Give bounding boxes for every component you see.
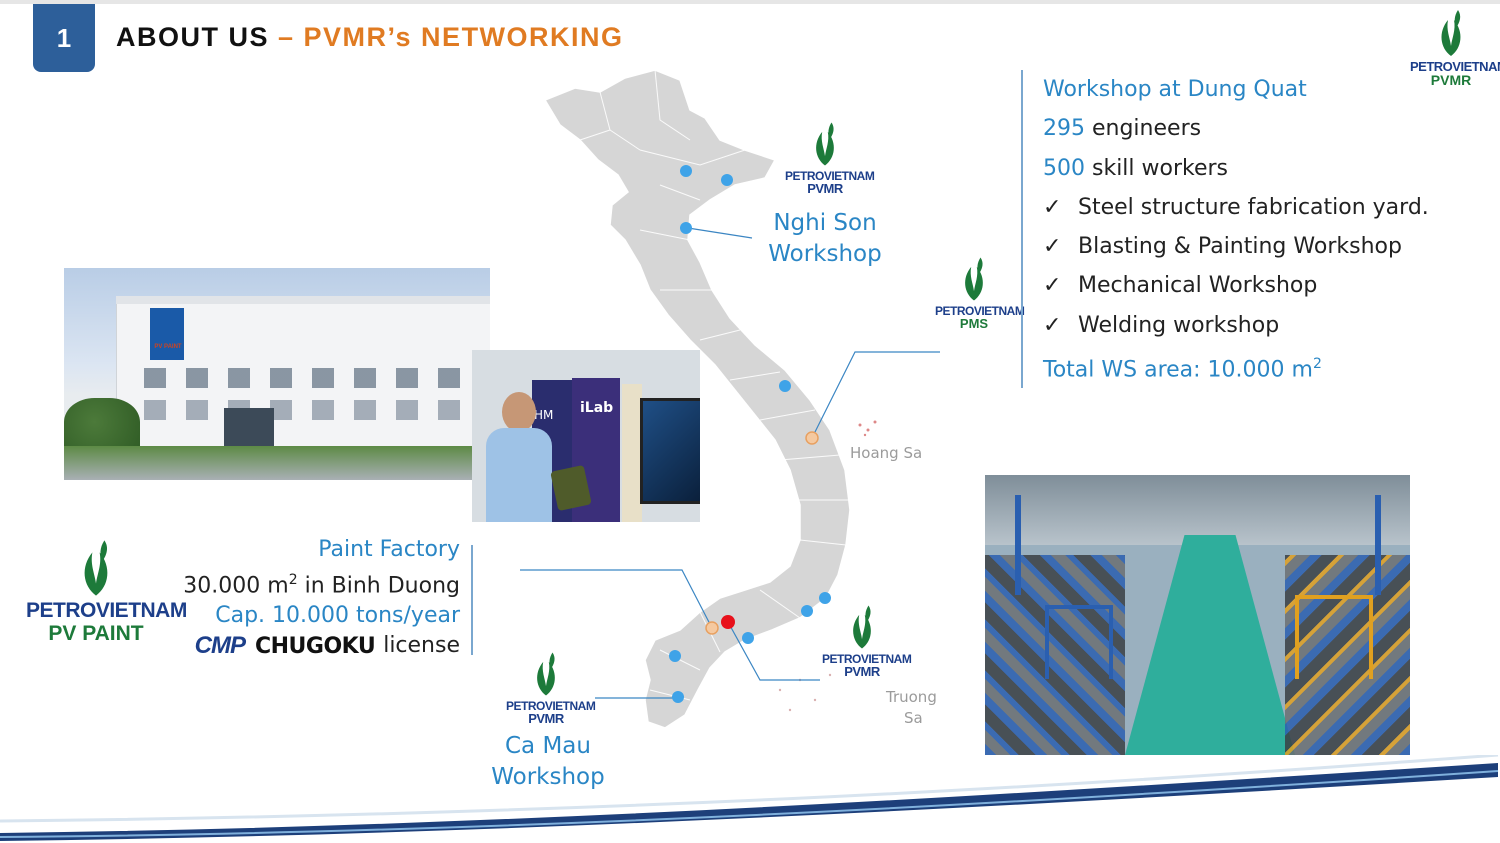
- leaf-icon: [1441, 10, 1461, 56]
- feature-label: Welding workshop: [1078, 312, 1280, 338]
- dung-quat-info: Workshop at Dung Quat 295 engineers 500 …: [1043, 70, 1429, 384]
- total-area-sup: 2: [1312, 356, 1322, 373]
- total-area-label: Total WS area: 10.000 m: [1043, 357, 1313, 383]
- logo-line1: PETROVIETNAM: [1410, 59, 1500, 74]
- workers-count: 500: [1043, 155, 1085, 181]
- paint-divider: [471, 545, 473, 655]
- feature-item: ✓ Blasting & Painting Workshop: [1043, 227, 1429, 266]
- engineers-row: 295 engineers: [1043, 109, 1429, 148]
- feature-item: ✓ Steel structure fabrication yard.: [1043, 188, 1429, 227]
- page-title: ABOUT US – PVMR’s NETWORKING: [116, 22, 624, 53]
- dung-quat-dot: [805, 431, 819, 445]
- logo-line1: PETROVIETNAM: [506, 699, 596, 713]
- paint-factory-area: 30.000 m2 in Binh Duong: [183, 565, 460, 601]
- hoang-sa-label: Hoang Sa: [850, 444, 923, 462]
- leaf-icon: [965, 257, 983, 301]
- binh-duong-dot: [705, 621, 719, 635]
- top-border: [0, 0, 1500, 4]
- pv-paint-building-photo: PV PAINT: [64, 268, 490, 480]
- area-value: 30.000 m: [183, 573, 289, 599]
- province-borders: [579, 69, 848, 701]
- pvmr-logo-top-right: PETROVIETNAM PVMR: [1410, 8, 1500, 88]
- paint-factory-capacity: Cap. 10.000 tons/year: [215, 603, 460, 629]
- logo-line2: PVMR: [807, 181, 843, 196]
- ca-mau-line1: Ca Mau: [505, 733, 591, 759]
- checkmark-icon: ✓: [1043, 312, 1062, 338]
- feature-label: Steel structure fabrication yard.: [1078, 194, 1429, 220]
- checkmark-icon: ✓: [1043, 194, 1062, 220]
- paint-factory-title: Paint Factory: [318, 537, 460, 562]
- section-number-badge: 1: [33, 4, 95, 72]
- logo-line2: PV PAINT: [48, 622, 144, 645]
- nghi-son-line2: Workshop: [768, 241, 882, 267]
- nghi-son-line1: Nghi Son: [773, 210, 877, 236]
- chugoku-logo: CHUGOKU: [254, 633, 376, 659]
- pvmr-logo-nghi-son: PETROVIETNAM PVMR: [785, 120, 875, 196]
- building-sign: PV PAINT: [154, 344, 182, 350]
- pvmr-logo-vung-tau: PETROVIETNAM PVMR: [822, 603, 912, 679]
- area-sup: 2: [288, 572, 298, 588]
- leaf-icon: [84, 540, 108, 596]
- logo-line2: PVMR: [1430, 72, 1472, 88]
- area-suffix: in Binh Duong: [297, 573, 460, 599]
- pvmr-logo-ca-mau: PETROVIETNAM PVMR: [506, 650, 596, 726]
- pms-logo: PETROVIETNAM PMS: [935, 255, 1025, 331]
- checkmark-icon: ✓: [1043, 273, 1062, 299]
- logo-line2: PMS: [959, 316, 989, 331]
- info-divider: [1021, 70, 1023, 388]
- leaf-icon: [853, 605, 871, 649]
- logo-line2: PVMR: [844, 664, 880, 679]
- banner-text-1: HM: [534, 408, 554, 422]
- logo-line1: PETROVIETNAM: [785, 169, 875, 183]
- feature-item: ✓ Welding workshop: [1043, 306, 1429, 345]
- feature-label: Blasting & Painting Workshop: [1078, 234, 1402, 260]
- ca-mau-label: Ca Mau Workshop: [478, 731, 618, 793]
- hoang-sa-islands: [858, 420, 877, 437]
- checkmark-icon: ✓: [1043, 234, 1062, 260]
- vietnam-mainland-shape: [543, 69, 851, 729]
- workshop-interior-photo: [985, 475, 1410, 755]
- section-number: 1: [56, 22, 72, 53]
- license-word: license: [383, 633, 460, 659]
- workers-label: skill workers: [1085, 155, 1229, 181]
- paint-product-photo: HM iLab: [472, 350, 700, 522]
- workers-row: 500 skill workers: [1043, 149, 1429, 188]
- blue-location-dots: [669, 165, 831, 703]
- vietnam-map: [520, 69, 940, 729]
- nghi-son-label: Nghi Son Workshop: [755, 208, 895, 270]
- hcmc-dot: [721, 615, 735, 629]
- truong-sa-label-line1: Truong: [886, 688, 937, 706]
- leaf-icon: [816, 122, 834, 166]
- feature-label: Mechanical Workshop: [1078, 273, 1318, 299]
- logo-line1: PETROVIETNAM: [935, 304, 1025, 318]
- title-accent: – PVMR’s NETWORKING: [278, 22, 624, 52]
- logo-line1: PETROVIETNAM: [26, 599, 187, 622]
- logo-line1: PETROVIETNAM: [822, 652, 912, 666]
- ca-mau-line2: Workshop: [491, 764, 605, 790]
- engineers-label: engineers: [1085, 116, 1202, 142]
- cmp-logo: CMP: [194, 632, 246, 660]
- total-area: Total WS area: 10.000 m2: [1043, 345, 1429, 384]
- paint-factory-info: Paint Factory 30.000 m2 in Binh Duong Ca…: [183, 535, 460, 661]
- leaf-icon: [537, 652, 555, 696]
- engineers-count: 295: [1043, 116, 1085, 142]
- paint-factory-license: CMP CHUGOKU license: [183, 631, 460, 661]
- pv-paint-logo: PETROVIETNAM PV PAINT: [26, 538, 187, 645]
- banner-text-2: iLab: [580, 400, 614, 416]
- bottom-swoosh: [0, 755, 1499, 841]
- dung-quat-title: Workshop at Dung Quat: [1043, 77, 1307, 102]
- title-main: ABOUT US: [116, 22, 269, 52]
- logo-line2: PVMR: [528, 711, 564, 726]
- truong-sa-label-line2: Sa: [904, 709, 923, 727]
- feature-item: ✓ Mechanical Workshop: [1043, 266, 1429, 305]
